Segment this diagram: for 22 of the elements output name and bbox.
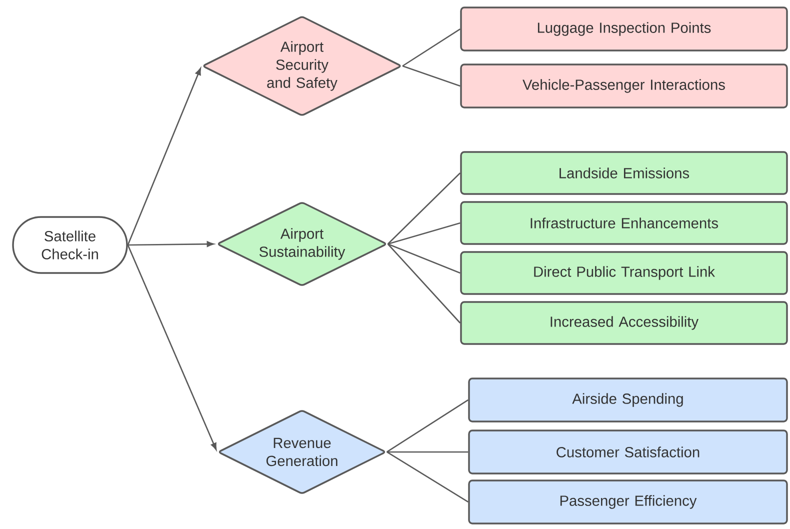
process-box: Increased Accessibility <box>460 301 788 345</box>
connector-line <box>388 243 460 274</box>
connector-line <box>386 451 468 453</box>
connector-line <box>402 28 460 67</box>
process-box: Airside Spending <box>468 378 788 422</box>
connector-line <box>387 172 461 244</box>
process-box: Infrastructure Enhancements <box>460 201 788 245</box>
process-box: Vehicle-Passenger Interactions <box>460 64 788 108</box>
connector-line <box>386 451 468 503</box>
process-box: Landside Emissions <box>460 151 788 195</box>
process-box: Direct Public Transport Link <box>460 251 788 295</box>
connector-line <box>387 244 461 324</box>
connector-line <box>402 65 460 87</box>
arrow <box>127 244 217 450</box>
process-box: Luggage Inspection Points <box>460 6 788 52</box>
arrow <box>127 68 202 246</box>
process-box: Passenger Efficiency <box>468 480 788 524</box>
process-box: Customer Satisfaction <box>468 430 788 474</box>
terminal-box: Satellite Check-in <box>12 216 128 274</box>
connector-line <box>386 399 468 453</box>
connector-line <box>388 222 460 245</box>
arrow <box>128 241 214 247</box>
